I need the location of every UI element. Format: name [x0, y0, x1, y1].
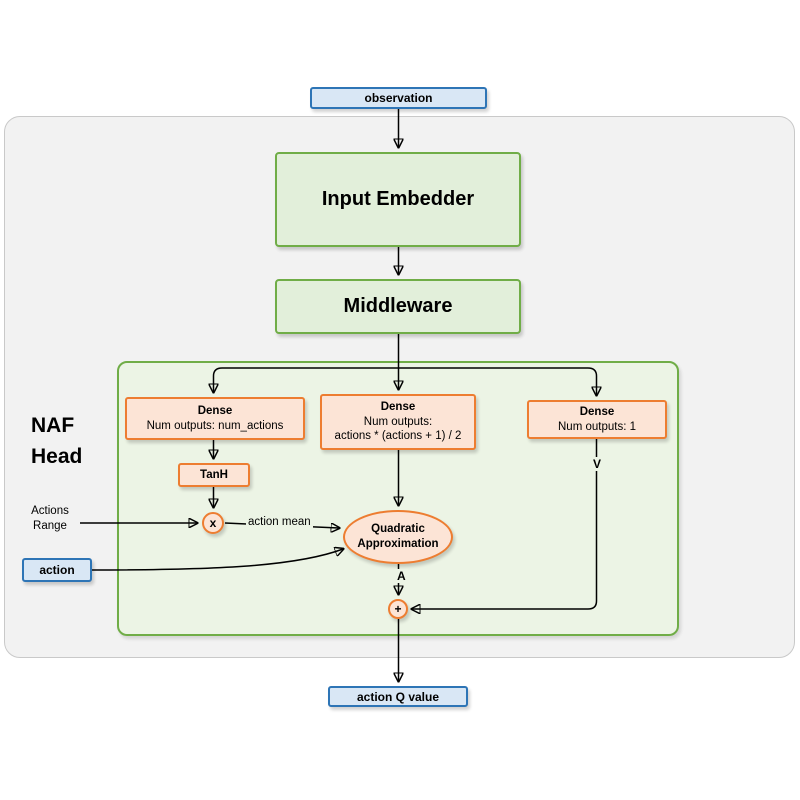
v-edge-label: V	[591, 457, 604, 471]
dense-actions-subtitle: Num outputs: num_actions	[146, 419, 284, 432]
multiply-node: x	[202, 512, 224, 534]
dense-actions-node: Dense Num outputs: num_actions	[125, 397, 305, 440]
action-mean-label: action mean	[246, 516, 313, 528]
dense-matrix-subtitle1: Num outputs:	[363, 415, 433, 428]
input-embedder-label: Input Embedder	[321, 188, 475, 210]
dense-matrix-node: Dense Num outputs: actions * (actions + …	[320, 394, 476, 450]
add-node: +	[388, 599, 408, 619]
input-embedder-node: Input Embedder	[275, 152, 521, 247]
actions-range-label: Actions Range	[20, 504, 80, 534]
action-label: action	[39, 563, 75, 577]
quadratic-label-line1: Quadratic	[371, 523, 425, 536]
action-node: action	[22, 558, 92, 582]
action-q-value-node: action Q value	[328, 686, 468, 707]
multiply-label: x	[209, 516, 217, 530]
middleware-label: Middleware	[343, 295, 453, 317]
quadratic-label-line2: Approximation	[357, 538, 439, 550]
actions-range-label-line2: Range	[33, 520, 67, 532]
dense-value-subtitle: Num outputs: 1	[558, 420, 636, 433]
a-edge-label: A	[395, 569, 408, 583]
naf-head-title-line2: Head	[31, 445, 83, 468]
dense-value-title: Dense	[579, 405, 615, 418]
action-q-value-label: action Q value	[356, 689, 440, 704]
actions-range-label-line1: Actions	[31, 505, 69, 517]
add-label: +	[394, 602, 402, 616]
tanh-node: TanH	[178, 463, 250, 487]
dense-actions-title: Dense	[197, 404, 233, 417]
dense-matrix-subtitle2: actions * (actions + 1) / 2	[334, 430, 462, 443]
naf-head-title-line1: NAF	[31, 414, 75, 437]
quadratic-approximation-node: Quadratic Approximation	[343, 510, 453, 564]
observation-label: observation	[364, 91, 433, 105]
dense-value-node: Dense Num outputs: 1	[527, 400, 667, 439]
middleware-node: Middleware	[275, 279, 521, 334]
observation-node: observation	[310, 87, 487, 109]
tanh-label: TanH	[200, 468, 228, 481]
dense-matrix-title: Dense	[380, 400, 416, 413]
naf-head-title: NAF Head	[31, 410, 121, 472]
